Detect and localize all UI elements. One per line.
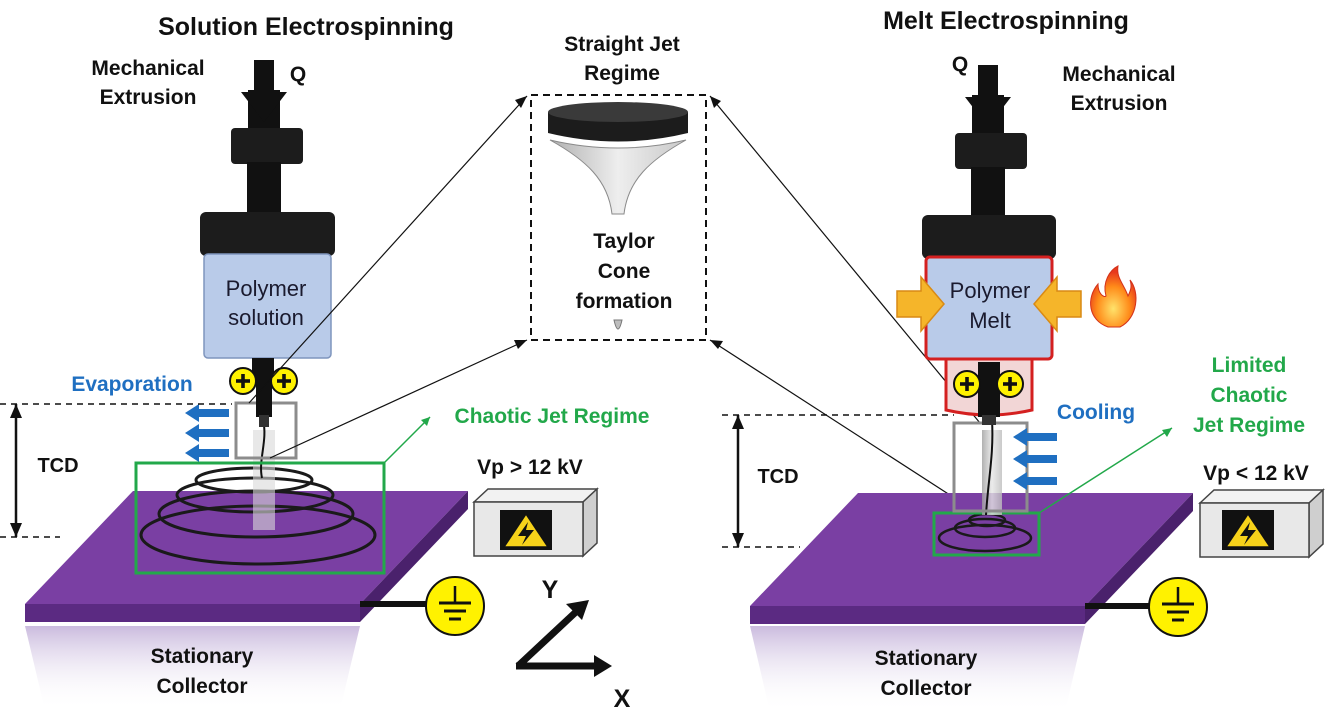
center-cone-line1: Taylor — [593, 230, 654, 253]
left-collector-line1: Stationary — [151, 645, 254, 668]
right-collector-line2: Collector — [880, 677, 971, 700]
right-syringe — [922, 95, 1056, 425]
right-extrusion-line2: Extrusion — [1071, 92, 1168, 115]
xy-axes-icon — [515, 600, 612, 677]
left-chaotic-region-box — [134, 461, 386, 575]
left-flow-label: Q — [290, 63, 306, 86]
left-reservoir-line1: Polymer — [226, 276, 307, 301]
center-cone-line2: Cone — [598, 260, 651, 283]
left-collector-reflection — [25, 626, 360, 710]
center-title-line1: Straight Jet — [564, 33, 680, 56]
left-evaporation-label: Evaporation — [71, 373, 192, 396]
left-extrusion-line1: Mechanical — [91, 57, 204, 80]
right-fire-icon — [1090, 265, 1137, 328]
left-ground-icon — [425, 576, 485, 636]
right-flow-down-arrow-icon — [965, 65, 1011, 127]
left-flow-down-arrow-icon — [241, 60, 287, 122]
zoom-connector-lines — [248, 95, 981, 498]
right-regime-line1: Limited — [1212, 354, 1287, 377]
right-cooling-arrows-icon — [1013, 428, 1057, 490]
left-regime-label: Chaotic Jet Regime — [455, 405, 650, 428]
left-tcd-label: TCD — [37, 455, 78, 477]
right-high-voltage-supply — [1198, 488, 1325, 559]
right-heat-arrows-icon — [896, 274, 1082, 334]
center-title-line2: Regime — [584, 62, 660, 85]
solution-electrospinning-panel: Solution Electrospinning Mechanical Extr… — [0, 13, 649, 710]
taylor-cone-illustration — [548, 102, 688, 330]
right-flow-label: Q — [952, 53, 968, 76]
left-syringe — [200, 90, 335, 427]
right-title: Melt Electrospinning — [883, 7, 1129, 35]
right-high-voltage-warning-icon — [1222, 510, 1274, 550]
center-cone-line3: formation — [576, 290, 673, 313]
right-tcd-label: TCD — [757, 466, 798, 488]
right-reservoir-line1: Polymer — [950, 278, 1031, 303]
right-extrusion-line1: Mechanical — [1062, 63, 1175, 86]
left-tcd-dimension — [0, 403, 232, 538]
left-collector-line2: Collector — [156, 675, 247, 698]
left-voltage-label: Vp > 12 kV — [477, 456, 583, 479]
left-extrusion-line2: Extrusion — [100, 86, 197, 109]
right-regime-line3: Jet Regime — [1193, 414, 1305, 437]
left-high-voltage-supply — [472, 487, 599, 558]
straight-jet-regime-panel: Straight Jet Regime Taylor Cone formatio… — [248, 33, 981, 713]
right-fiber-loops — [937, 512, 1033, 553]
right-collector-line1: Stationary — [875, 647, 978, 670]
right-cooling-label: Cooling — [1057, 401, 1135, 424]
right-regime-line2: Chaotic — [1210, 384, 1287, 407]
left-reservoir-line2: solution — [228, 305, 304, 330]
axis-y-label: Y — [542, 576, 559, 604]
right-voltage-label: Vp < 12 kV — [1203, 462, 1309, 485]
left-high-voltage-warning-icon — [500, 510, 552, 550]
right-reservoir-line2: Melt — [969, 308, 1011, 333]
left-evaporation-arrows-icon — [185, 404, 229, 462]
right-tcd-dimension — [722, 414, 954, 548]
axis-x-label: X — [614, 685, 631, 713]
right-collector-reflection — [750, 626, 1085, 712]
melt-electrospinning-panel: Melt Electrospinning Mechanical Extrusio… — [722, 7, 1325, 712]
left-title: Solution Electrospinning — [158, 13, 454, 41]
right-ground-icon — [1148, 577, 1208, 637]
